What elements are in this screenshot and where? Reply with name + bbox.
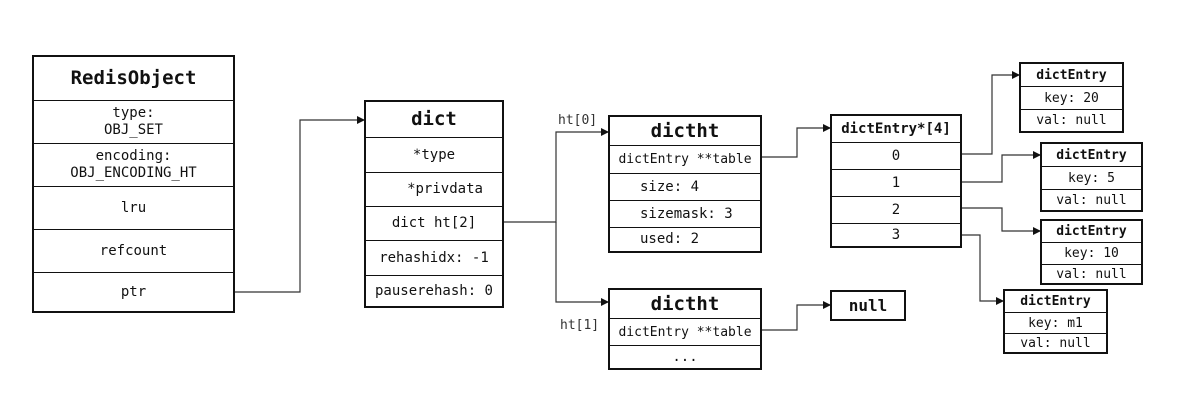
dict-field-ht: dict ht[2] bbox=[366, 206, 502, 240]
arrow-slot3-to-entry bbox=[962, 234, 1004, 305]
dictht1-title: dictht bbox=[650, 292, 720, 315]
dictht1-box: dictht dictEntry **table ... bbox=[608, 288, 762, 370]
dict-entry-title: dictEntry bbox=[1036, 67, 1107, 83]
dict-entry-box: dictEntry key: m1 val: null bbox=[1003, 289, 1108, 354]
dict-entry-slot-3: 3 bbox=[832, 223, 960, 246]
dictht1-field-table: dictEntry **table bbox=[610, 318, 760, 345]
dict-entry-slot-1: 1 bbox=[832, 169, 960, 196]
dict-entry-slot-0: 0 bbox=[832, 142, 960, 169]
dict-entry-slot-2: 2 bbox=[832, 196, 960, 223]
redis-object-box: RedisObject type: OBJ_SET encoding: OBJ_… bbox=[32, 55, 235, 313]
dict-entry-box: dictEntry key: 20 val: null bbox=[1019, 62, 1124, 133]
dict-entry-array-box: dictEntry*[4] 0 1 2 3 bbox=[830, 114, 962, 248]
dict-field-rehashidx: rehashidx: -1 bbox=[366, 240, 502, 275]
dictht0-title: dictht bbox=[650, 119, 720, 142]
dict-entry-title: dictEntry bbox=[1020, 294, 1091, 309]
arrow-table-to-array bbox=[762, 124, 831, 158]
dict-entry-box: dictEntry key: 5 val: null bbox=[1040, 142, 1143, 212]
arrow-slot0-to-entry bbox=[962, 71, 1020, 155]
dict-entry-key: key: 5 bbox=[1042, 166, 1141, 189]
dictht0-box: dictht dictEntry **table size: 4 sizemas… bbox=[608, 115, 762, 253]
ht0-label: ht[0] bbox=[558, 113, 598, 128]
redis-object-ptr: ptr bbox=[34, 272, 233, 311]
dict-entry-val: val: null bbox=[1042, 264, 1141, 283]
redis-object-encoding: encoding: OBJ_ENCODING_HT bbox=[34, 143, 233, 186]
null-box: null bbox=[830, 290, 906, 321]
redis-object-type: type: OBJ_SET bbox=[34, 100, 233, 143]
arrow-dictht1-to-null bbox=[762, 301, 831, 331]
dict-entry-box: dictEntry key: 10 val: null bbox=[1040, 219, 1143, 285]
dict-title: dict bbox=[411, 108, 457, 130]
dict-entry-key: key: 10 bbox=[1042, 242, 1141, 264]
redis-object-title: RedisObject bbox=[70, 67, 197, 89]
dict-entry-array-title: dictEntry*[4] bbox=[841, 120, 951, 137]
dict-entry-key: key: 20 bbox=[1021, 86, 1122, 109]
dict-field-pauserehash: pauserehash: 0 bbox=[366, 275, 502, 306]
arrow-slot2-to-entry bbox=[962, 207, 1041, 235]
dictht0-field-size: size: 4 bbox=[610, 173, 760, 200]
ht1-label: ht[1] bbox=[560, 318, 600, 333]
arrow-ht-to-dictht0 bbox=[504, 128, 609, 223]
dictht0-field-used: used: 2 bbox=[610, 227, 760, 251]
dict-entry-title: dictEntry bbox=[1056, 147, 1127, 163]
dictht0-field-sizemask: sizemask: 3 bbox=[610, 200, 760, 227]
arrow-slot1-to-entry bbox=[962, 151, 1041, 183]
dict-field-privdata: *privdata bbox=[366, 172, 502, 206]
dict-entry-val: val: null bbox=[1042, 189, 1141, 210]
dict-box: dict *type *privdata dict ht[2] rehashid… bbox=[364, 100, 504, 308]
redis-object-refcount: refcount bbox=[34, 229, 233, 272]
dict-entry-title: dictEntry bbox=[1056, 224, 1127, 239]
dict-field-type: *type bbox=[366, 137, 502, 172]
dict-entry-val: val: null bbox=[1021, 109, 1122, 131]
arrow-ptr-to-dict bbox=[235, 116, 365, 293]
arrow-ht-to-dictht1 bbox=[555, 222, 609, 306]
dict-entry-val: val: null bbox=[1005, 333, 1106, 352]
redis-object-lru: lru bbox=[34, 186, 233, 229]
dictht0-field-table: dictEntry **table bbox=[610, 145, 760, 173]
null-label: null bbox=[848, 296, 888, 315]
dictht1-field-ellipsis: ... bbox=[610, 345, 760, 368]
dict-entry-key: key: m1 bbox=[1005, 312, 1106, 333]
